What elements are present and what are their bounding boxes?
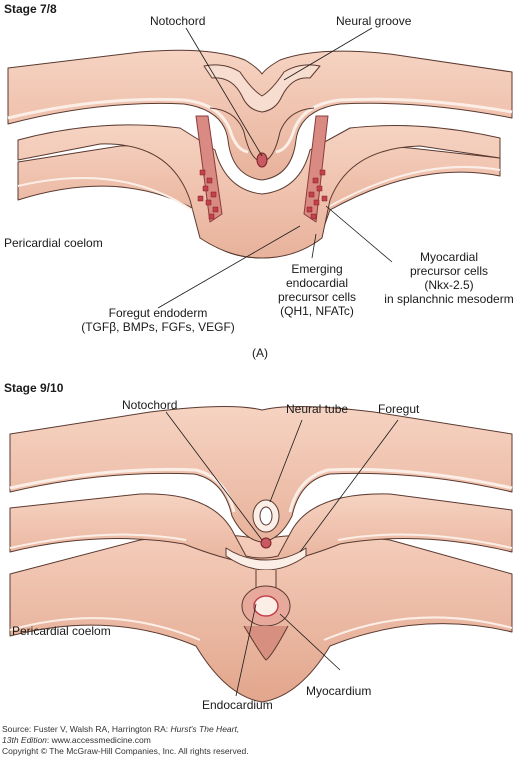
foregut-endoderm-line-2: (TGFβ, BMPs, FGFs, VEGF) xyxy=(81,320,235,334)
foregut-endoderm-line-1: Foregut endoderm xyxy=(108,306,208,320)
panel-letter-a: (A) xyxy=(252,346,268,360)
panel-a-endocardial-cells xyxy=(197,169,328,220)
label-pericardial-coelom-a: Pericardial coelom xyxy=(4,236,103,250)
stage-9-10-title: Stage 9/10 xyxy=(4,381,64,395)
source-edition: 13th Edition: www.accessmedicine.com xyxy=(2,735,151,746)
myocardial-line-4: in splanchnic mesoderm xyxy=(384,292,514,306)
endocardial-line-1: Emerging xyxy=(291,262,343,276)
myocardial-line-3: (Nkx-2.5) xyxy=(424,278,474,292)
panel-b-middle-sheet xyxy=(9,493,513,567)
myocardial-line-1: Myocardial xyxy=(419,250,479,264)
panel-a-upper-sheet xyxy=(7,49,513,181)
source-prefix: Source: Fuster V, Walsh RA, Harrington R… xyxy=(2,724,171,734)
endocardial-line-3: precursor cells xyxy=(277,290,357,304)
endocardial-line-4: (QH1, NFATc) xyxy=(280,304,354,318)
source-site: : www.accessmedicine.com xyxy=(46,735,151,745)
panel-b-leaders xyxy=(165,411,399,697)
label-myocardial-precursor: Myocardial precursor cells (Nkx-2.5) in … xyxy=(374,250,520,306)
source-citation: Source: Fuster V, Walsh RA, Harrington R… xyxy=(2,724,239,735)
panel-a-groove xyxy=(203,64,321,113)
label-neural-groove: Neural groove xyxy=(336,14,412,28)
label-notochord-a: Notochord xyxy=(150,14,206,28)
label-endocardium: Endocardium xyxy=(202,698,273,712)
panel-a-drawing xyxy=(7,49,513,259)
source-book: Hurst's The Heart, xyxy=(170,724,240,734)
panel-b-upper-sheet xyxy=(9,405,513,543)
source-edition-text: 13th Edition xyxy=(2,735,47,745)
label-emerging-endocardial: Emerging endocardial precursor cells (QH… xyxy=(262,262,372,318)
label-notochord-b: Notochord xyxy=(122,398,178,412)
myocardial-line-2: precursor cells xyxy=(409,264,489,278)
panel-b-notochord xyxy=(260,537,272,549)
panel-b-foregut xyxy=(225,547,307,571)
panel-b-drawing xyxy=(9,405,513,703)
label-foregut: Foregut xyxy=(378,402,420,416)
label-myocardium: Myocardium xyxy=(306,684,372,698)
panel-b-endocardium xyxy=(253,595,279,617)
stage-7-8-title: Stage 7/8 xyxy=(4,2,57,16)
copyright-notice: Copyright © The McGraw-Hill Companies, I… xyxy=(2,746,249,756)
endocardial-line-2: endocardial xyxy=(285,276,349,290)
label-neural-tube: Neural tube xyxy=(286,402,349,416)
panel-a-notochord xyxy=(256,152,268,168)
panel-a-lower-body xyxy=(17,124,501,259)
panel-a-leaders xyxy=(157,27,393,309)
label-foregut-endoderm: Foregut endoderm (TGFβ, BMPs, FGFs, VEGF… xyxy=(68,306,248,334)
label-pericardial-coelom-b: Pericardial coelom xyxy=(12,624,111,638)
